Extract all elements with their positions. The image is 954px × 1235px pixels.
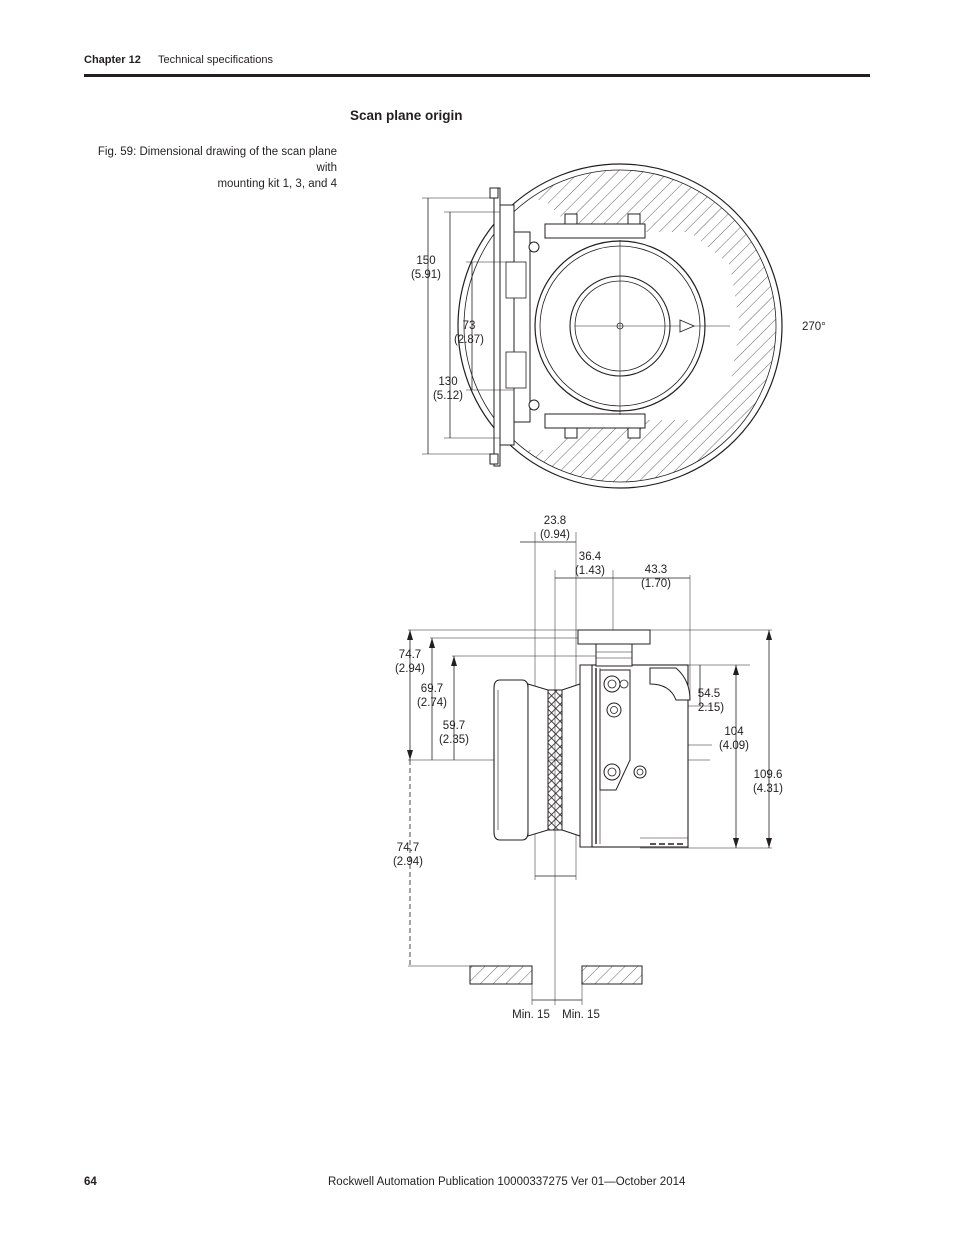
- header-rule: [84, 74, 870, 77]
- figure-caption: Fig. 59: Dimensional drawing of the scan…: [84, 144, 337, 192]
- dim-74-7-bottom-in: (2.94): [393, 856, 423, 868]
- dim-150-in: (5.91): [411, 269, 441, 281]
- chapter-label: Chapter 12: [84, 54, 141, 66]
- dim-104-in: (4.09): [719, 740, 749, 752]
- dim-104: 104: [724, 726, 744, 738]
- dim-130: 130: [438, 376, 457, 388]
- side-view: 23.8 (0.94) 36.4 (1.43) 43.3 (1.70) 74.7…: [393, 515, 783, 1021]
- dim-23-8-in: (0.94): [540, 529, 570, 541]
- dim-150: 150: [416, 255, 435, 267]
- header-title: Technical specifications: [158, 54, 273, 66]
- publication-info: Rockwell Automation Publication 10000337…: [328, 1176, 686, 1188]
- dim-74-7-top: 74.7: [399, 649, 421, 661]
- dim-36-4-in: (1.43): [575, 565, 605, 577]
- dim-54-5-in: 2.15): [698, 702, 724, 714]
- dim-23-8: 23.8: [544, 515, 566, 527]
- dim-36-4: 36.4: [579, 551, 602, 563]
- caption-line-2: mounting kit 1, 3, and 4: [217, 178, 337, 190]
- dim-109-6-in: (4.31): [753, 783, 783, 795]
- dim-73-in: (2.87): [454, 334, 484, 346]
- scan-circle: [457, 163, 783, 489]
- dim-74-7-top-in: (2.94): [395, 663, 425, 675]
- sensor-housing: [579, 664, 593, 848]
- dim-43-3-in: (1.70): [641, 578, 671, 590]
- dim-73: 73: [463, 320, 476, 332]
- dim-43-3: 43.3: [645, 564, 667, 576]
- dim-130-in: (5.12): [433, 390, 463, 402]
- mounting-surface-left: [469, 965, 533, 985]
- knurled-ring: [547, 689, 563, 831]
- dim-69-7: 69.7: [421, 683, 443, 695]
- dim-59-7: 59.7: [443, 720, 465, 732]
- mounting-surface-right: [581, 965, 643, 985]
- top-view: 150 (5.91) 73 (2.87) 130 (5.12) 270°: [411, 163, 826, 489]
- min-15-left: Min. 15: [512, 1009, 550, 1021]
- dim-109-6: 109.6: [754, 769, 783, 781]
- section-title: Scan plane origin: [350, 108, 463, 123]
- page-number: 64: [84, 1176, 97, 1188]
- dim-54-5: 54.5: [698, 688, 720, 700]
- angle-label: 270°: [802, 321, 826, 333]
- min-15-right: Min. 15: [562, 1009, 600, 1021]
- caption-line-1: Fig. 59: Dimensional drawing of the scan…: [97, 146, 337, 174]
- dim-74-7-bottom: 74.7: [397, 842, 419, 854]
- dim-59-7-in: (2.35): [439, 734, 469, 746]
- lens-front-cap: [493, 679, 529, 841]
- dim-69-7-in: (2.74): [417, 697, 447, 709]
